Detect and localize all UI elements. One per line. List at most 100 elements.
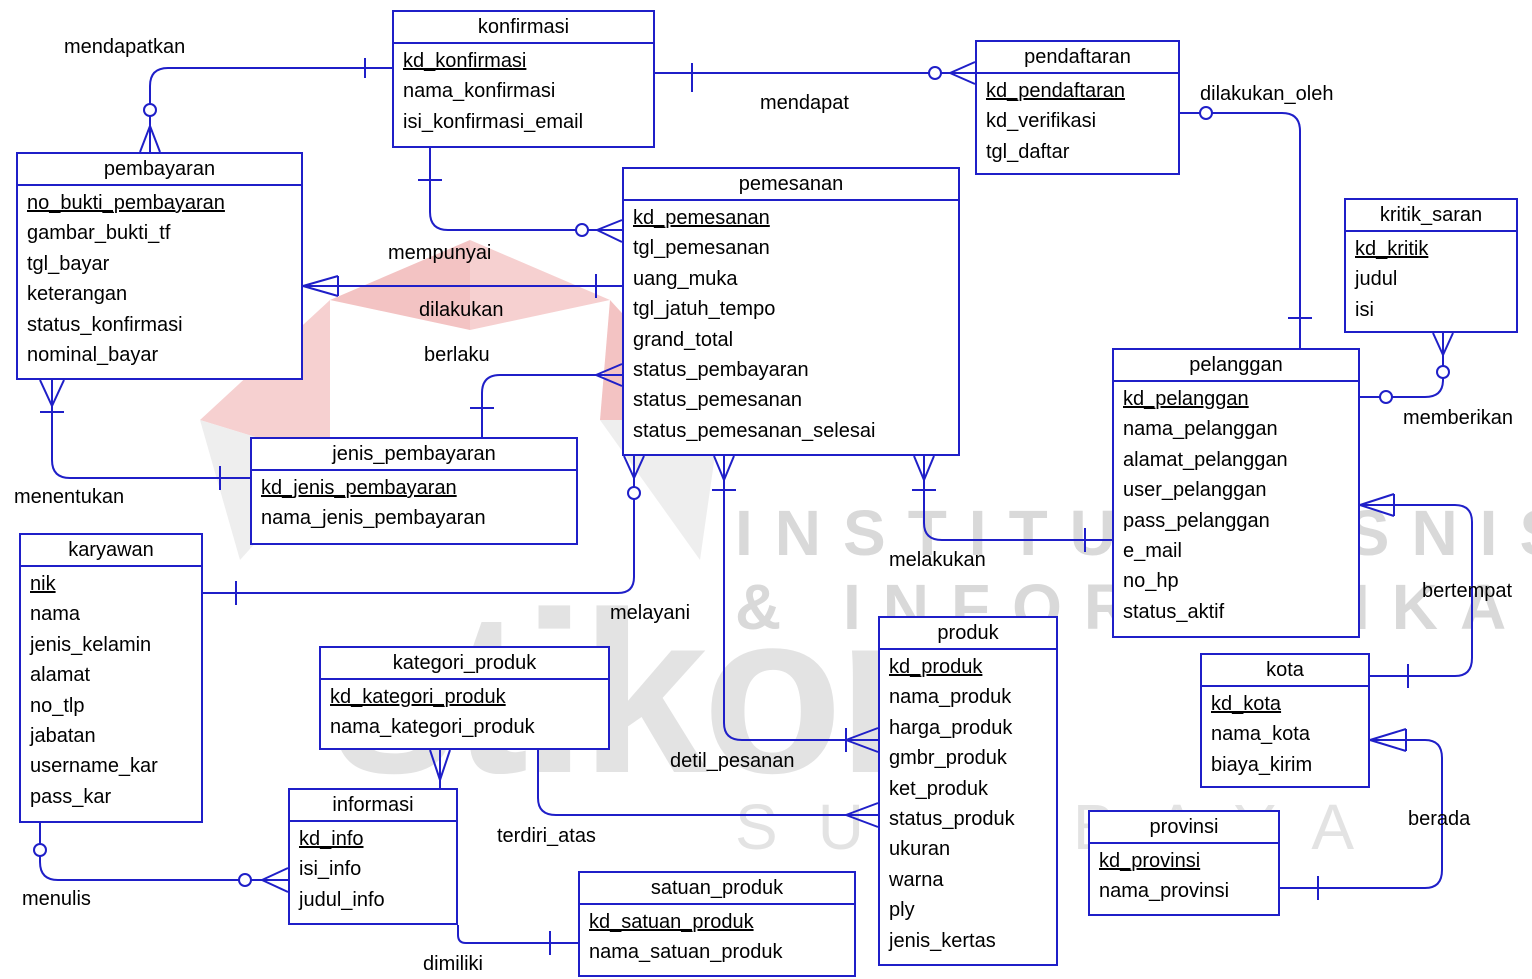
entity-title: pembayaran: [18, 154, 301, 186]
relationship-label-mempunyai: mempunyai: [388, 242, 492, 264]
entity-attribute: kd_pemesanan: [633, 207, 770, 229]
entity-title: pemesanan: [624, 169, 958, 201]
entity-attribute: biaya_kirim: [1211, 753, 1313, 776]
entity-attribute: uang_muka: [633, 267, 738, 290]
entity-attribute: e_mail: [1123, 539, 1182, 562]
entity-konfirmasi[interactable]: konfirmasi kd_konfirmasi nama_konfirmasi…: [392, 10, 655, 148]
entity-attribute: tgl_jatuh_tempo: [633, 298, 776, 321]
relationship-label-bertempat: bertempat: [1422, 580, 1513, 602]
relationship-label-memberikan: memberikan: [1403, 407, 1514, 429]
entity-attribute: nominal_bayar: [27, 343, 159, 366]
entity-kritik-saran[interactable]: kritik_saran kd_kritik judul isi: [1344, 198, 1518, 333]
entity-informasi[interactable]: informasi kd_info isi_info judul_info: [288, 788, 458, 925]
entity-attribute: no_tlp: [30, 694, 85, 717]
entity-pemesanan[interactable]: pemesanan kd_pemesanan tgl_pemesanan uan…: [622, 167, 960, 456]
entity-title: pendaftaran: [977, 42, 1178, 74]
entity-title: karyawan: [21, 535, 201, 567]
relationship-label-menentukan: menentukan: [14, 486, 125, 508]
relationship-label-mendapatkan: mendapatkan: [64, 36, 186, 58]
entity-title: kritik_saran: [1346, 200, 1516, 232]
entity-attribute: ket_produk: [889, 777, 988, 800]
entity-attribute: status_aktif: [1123, 600, 1225, 623]
entity-attribute: harga_produk: [889, 716, 1013, 739]
entity-attribute: warna: [889, 868, 944, 891]
entity-attribute: nama: [30, 603, 81, 626]
entity-attribute: kd_kritik: [1355, 238, 1429, 260]
entity-attribute: tgl_daftar: [986, 140, 1070, 163]
entity-attribute: pass_pelanggan: [1123, 509, 1270, 532]
entity-satuan-produk[interactable]: satuan_produk kd_satuan_produk nama_satu…: [578, 871, 856, 977]
entity-title: produk: [880, 618, 1056, 650]
relationship-label-melakukan: melakukan: [889, 549, 986, 571]
entity-attribute: nama_konfirmasi: [403, 80, 556, 103]
relationship-label-detil-pesanan: detil_pesanan: [670, 750, 795, 772]
entity-attribute: pass_kar: [30, 785, 112, 808]
entity-attribute: nama_kota: [1211, 723, 1310, 746]
entity-attribute: status_produk: [889, 807, 1015, 830]
entity-attribute: nama_produk: [889, 686, 1012, 709]
entity-attribute: kd_pelanggan: [1123, 388, 1249, 410]
entity-title: pelanggan: [1114, 350, 1358, 382]
entity-attribute: judul: [1355, 268, 1398, 291]
entity-produk[interactable]: produk kd_produk nama_produk harga_produ…: [878, 616, 1058, 966]
entity-attribute: nama_provinsi: [1099, 880, 1230, 903]
relationship-label-berlaku: berlaku: [424, 344, 490, 366]
entity-attribute: jenis_kertas: [889, 929, 996, 952]
entity-title: informasi: [290, 790, 456, 822]
entity-title: kota: [1202, 655, 1368, 687]
entity-attribute: kd_provinsi: [1099, 850, 1201, 872]
relationship-label-terdiri-atas: terdiri_atas: [497, 825, 596, 847]
entity-attribute: alamat: [30, 664, 91, 687]
entity-attribute: kd_verifikasi: [986, 110, 1097, 133]
entity-karyawan[interactable]: karyawan nik nama jenis_kelamin alamat n…: [19, 533, 203, 823]
entity-attribute: no_hp: [1123, 570, 1179, 593]
entity-attribute: gambar_bukti_tf: [27, 222, 171, 245]
entity-attribute: jenis_kelamin: [30, 633, 152, 656]
entity-attribute: keterangan: [27, 283, 128, 306]
entity-attribute: kd_produk: [889, 656, 983, 678]
entity-attribute: alamat_pelanggan: [1123, 448, 1288, 471]
entity-attribute: isi_konfirmasi_email: [403, 110, 584, 133]
entity-jenis-pembayaran[interactable]: jenis_pembayaran kd_jenis_pembayaran nam…: [250, 437, 578, 545]
entity-pendaftaran[interactable]: pendaftaran kd_pendaftaran kd_verifikasi…: [975, 40, 1180, 175]
entity-title: satuan_produk: [580, 873, 854, 905]
relationship-label-berada: berada: [1408, 808, 1471, 830]
entity-attribute: gmbr_produk: [889, 747, 1007, 770]
entity-attribute: tgl_pemesanan: [633, 237, 770, 260]
entity-attribute: nama_jenis_pembayaran: [261, 507, 486, 530]
relationship-label-mendapat: mendapat: [760, 92, 849, 114]
entity-attribute: kd_kota: [1211, 693, 1282, 715]
relationship-label-dilakukan: dilakukan: [419, 299, 504, 321]
entity-attribute: jabatan: [30, 724, 96, 747]
entity-pembayaran[interactable]: pembayaran no_bukti_pembayaran gambar_bu…: [16, 152, 303, 380]
entity-attribute: nama_pelanggan: [1123, 418, 1278, 441]
entity-pelanggan[interactable]: pelanggan kd_pelanggan nama_pelanggan al…: [1112, 348, 1360, 638]
entity-attribute: nama_kategori_produk: [330, 716, 535, 739]
entity-attribute: ukuran: [889, 838, 951, 861]
entity-attribute: tgl_bayar: [27, 252, 110, 275]
entity-attribute: judul_info: [299, 888, 385, 911]
entity-title: kategori_produk: [321, 648, 608, 680]
entity-attribute: kd_konfirmasi: [403, 50, 527, 72]
entity-kota[interactable]: kota kd_kota nama_kota biaya_kirim: [1200, 653, 1370, 788]
entity-attribute: isi: [1355, 298, 1374, 321]
relationship-label-melayani: melayani: [610, 602, 691, 624]
entity-attribute: user_pelanggan: [1123, 479, 1267, 502]
relationship-label-dimiliki: dimiliki: [423, 953, 483, 975]
entity-title: konfirmasi: [394, 12, 653, 44]
entity-attribute: username_kar: [30, 755, 158, 778]
entity-title: provinsi: [1090, 812, 1278, 844]
entity-title: jenis_pembayaran: [252, 439, 576, 471]
entity-attribute: status_pembayaran: [633, 358, 809, 381]
entity-kategori-produk[interactable]: kategori_produk kd_kategori_produk nama_…: [319, 646, 610, 750]
entity-attribute: kd_info: [299, 828, 364, 850]
entity-attribute: ply: [889, 899, 915, 922]
relationship-label-dilakukan-oleh: dilakukan_oleh: [1200, 83, 1334, 105]
entity-attribute: kd_kategori_produk: [330, 686, 506, 708]
entity-attribute: nama_satuan_produk: [589, 941, 783, 964]
entity-attribute: grand_total: [633, 328, 734, 351]
entity-provinsi[interactable]: provinsi kd_provinsi nama_provinsi: [1088, 810, 1280, 916]
entity-attribute: isi_info: [299, 858, 362, 881]
